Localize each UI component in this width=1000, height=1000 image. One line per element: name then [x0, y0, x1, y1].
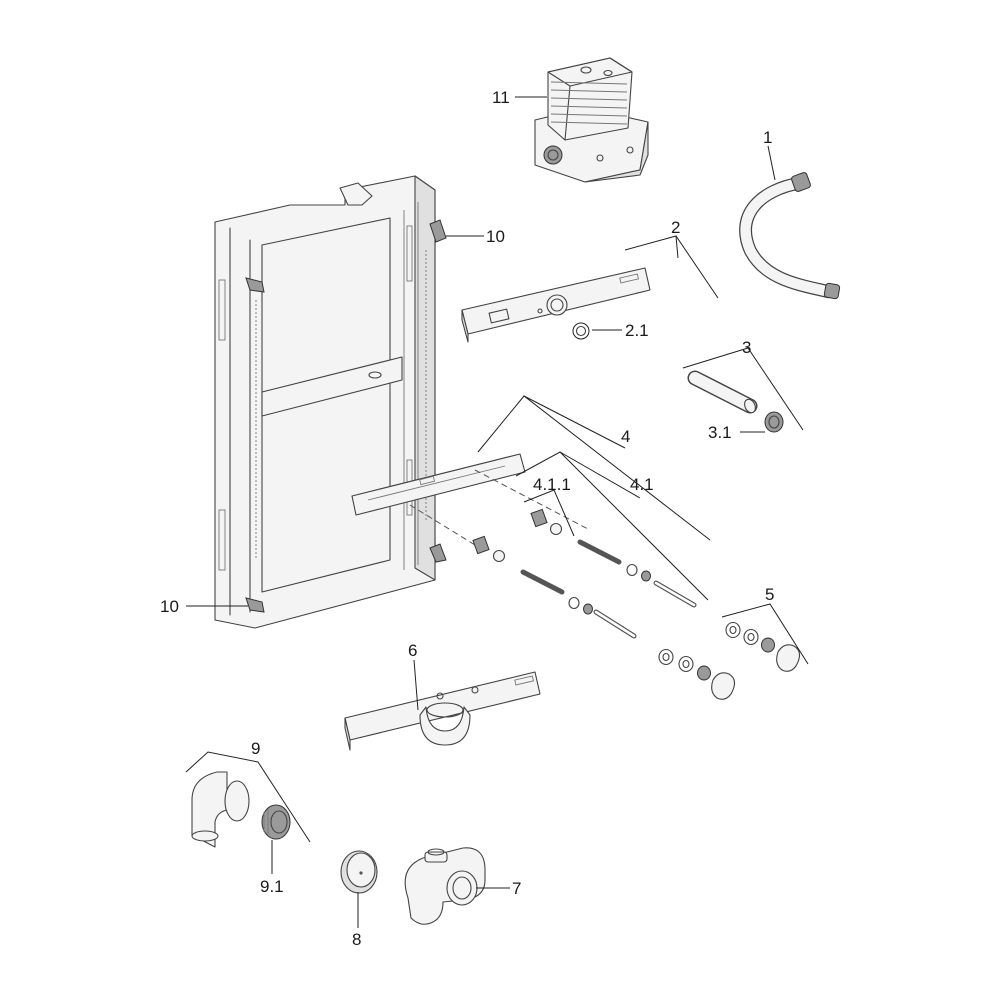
part-1-flex-hose [739, 172, 841, 300]
label-part-6: 6 [408, 641, 417, 660]
frame-clamp-bottom-right [429, 543, 447, 563]
label-part-10-bottom: 10 [160, 597, 179, 616]
leader-lines [185, 96, 809, 928]
label-part-2: 2 [671, 218, 680, 237]
label-part-4: 4 [621, 427, 630, 446]
part-2-1-seal-ring [572, 322, 590, 340]
part-3-1-threaded-nut [764, 411, 784, 433]
label-part-7: 7 [512, 879, 521, 898]
installation-frame [214, 175, 447, 629]
part-4-cross-bar [351, 453, 591, 546]
label-part-5: 5 [765, 585, 774, 604]
label-part-11: 11 [492, 88, 510, 107]
label-part-3: 3 [742, 338, 751, 357]
part-8-cover-cap [340, 850, 378, 894]
part-9-elbow [191, 771, 250, 848]
part-4-1-threaded-rod [520, 539, 697, 639]
label-part-9-1: 9.1 [260, 877, 284, 896]
part-9-1-nut [261, 804, 291, 840]
part-4-1-1-fixing-clip [472, 508, 563, 563]
part-2-mounting-rail [461, 267, 651, 343]
label-part-10-top: 10 [486, 227, 505, 246]
label-part-1: 1 [763, 128, 772, 147]
part-3-connection-pipe [687, 370, 758, 414]
label-part-3-1: 3.1 [708, 423, 732, 442]
part-11-box [534, 57, 649, 183]
label-part-2-1: 2.1 [625, 321, 649, 340]
frame-clamp-bottom-left [245, 597, 265, 613]
frame-clamp-top-right [429, 219, 447, 243]
frame-clamp-top-left [245, 277, 265, 293]
part-5-washer-set [725, 621, 801, 672]
part-4-fittings [658, 648, 736, 700]
part-labels: 11 1 10 2 2.1 3 3.1 4 4.1.1 4.1 5 10 6 9… [160, 88, 774, 949]
label-part-4-1: 4.1 [630, 475, 654, 494]
part-6-drain-bracket [344, 671, 541, 751]
part-7-siphon [404, 847, 486, 925]
label-part-9: 9 [251, 739, 260, 758]
label-part-8: 8 [352, 930, 361, 949]
label-part-4-1-1: 4.1.1 [533, 475, 571, 494]
